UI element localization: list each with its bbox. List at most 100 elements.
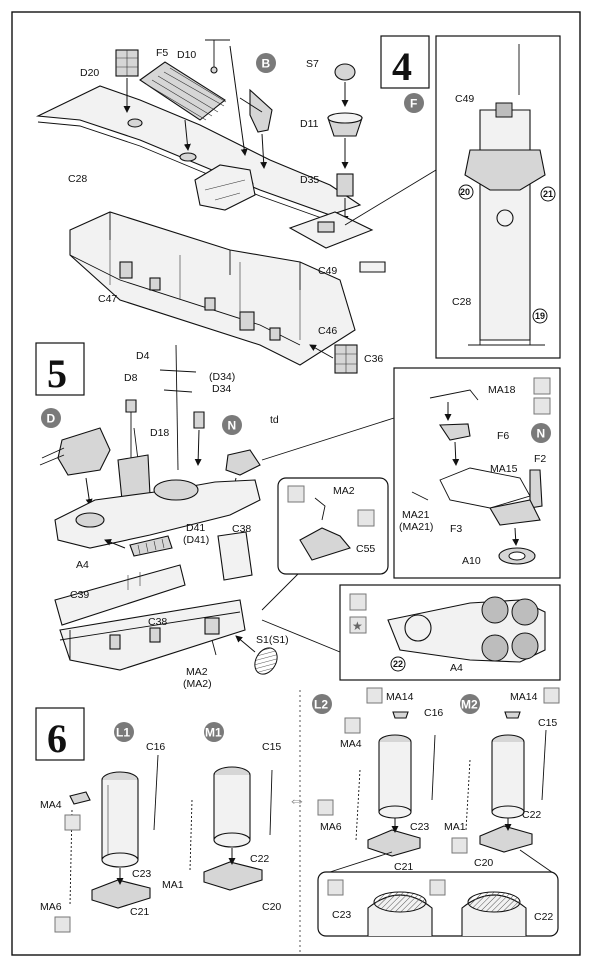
l1-glue-icon-1 (64, 814, 81, 831)
part-c49-block (317, 221, 335, 233)
step-5-box (35, 342, 85, 396)
c55-decal-icon (357, 509, 375, 527)
part-d11-top (327, 112, 363, 124)
label-f6: F6 (497, 430, 509, 442)
label-c38-bottom: C38 (148, 616, 167, 628)
label-f2: F2 (534, 453, 546, 465)
label-detail-c22: C22 (534, 911, 553, 923)
badge-n-detail-label: N (537, 427, 546, 441)
arrow-f5 (183, 119, 191, 151)
label-c38-top: C38 (232, 523, 251, 535)
label-d34: D34 (212, 383, 231, 395)
label-d10: D10 (177, 49, 196, 61)
a4-detail-num-22: 22 (393, 659, 403, 669)
label-stray-td: td (270, 414, 279, 426)
label-l2-c21: C21 (394, 861, 413, 873)
part-ma2 (211, 639, 217, 656)
label-l1-c23: C23 (132, 868, 151, 880)
detail-f2 (529, 469, 543, 509)
label-detail-c49: C49 (455, 93, 474, 105)
label-ma15: MA15 (490, 463, 518, 475)
badge-l2-label: L2 (314, 698, 328, 712)
mast-d4-yard-2 (163, 389, 193, 393)
mast-d4 (175, 344, 179, 471)
arrow-d41 (104, 538, 126, 549)
a4-paint-icon (349, 593, 367, 611)
label-l2-ma4: MA4 (340, 738, 362, 750)
label-m1-ma1: MA1 (162, 879, 184, 891)
part-d34 (193, 411, 205, 429)
label-d4: D4 (136, 350, 150, 362)
hull-port-1 (119, 261, 133, 279)
arrow-d34 (194, 429, 202, 466)
hull-c39-part (54, 564, 186, 626)
label-ma2: MA2 (186, 666, 208, 678)
deck-a4-ring (153, 479, 199, 501)
label-m2-ma14: MA14 (510, 691, 538, 703)
hull-port-b (149, 627, 161, 643)
badge-b (256, 53, 276, 73)
detail-f6 (438, 423, 471, 441)
a4-detail-callout-22 (390, 656, 406, 672)
step-4-number: 4 (392, 44, 412, 89)
label-l1-ma4: MA4 (40, 799, 62, 811)
label-m2-c22: C22 (522, 809, 541, 821)
label-c55: C55 (356, 543, 375, 555)
label-s7: S7 (306, 58, 319, 70)
label-l1-c16: C16 (146, 741, 165, 753)
part-d41 (129, 535, 173, 557)
leader-c22-detail (519, 849, 557, 876)
m2-glue-icon-1 (543, 687, 560, 704)
part-d20-grid (116, 50, 138, 76)
detail-num-20: 20 (460, 187, 470, 197)
hull-main-rail (59, 611, 241, 660)
arrow-c36 (309, 344, 334, 359)
l2-glue-icon-1 (366, 687, 383, 704)
badge-n-main (222, 415, 242, 435)
deck-c28-part (35, 85, 362, 216)
detail-arrow-a10 (512, 527, 520, 546)
step-4-section: 4 ★ B F (35, 35, 561, 374)
label-c28: C28 (68, 173, 87, 185)
arrow-s1 (235, 635, 256, 653)
step-5-number: 5 (47, 351, 67, 396)
detail-num-19: 19 (535, 311, 545, 321)
detail-base (468, 330, 545, 346)
a4-detail-disc-2 (511, 598, 539, 626)
part-d41-ribs (137, 538, 165, 555)
deck-c28-rail (37, 121, 331, 222)
deck-a4-part (54, 479, 261, 549)
arrow-turret-d (85, 477, 93, 506)
m2-glue-icon-2 (451, 837, 468, 854)
part-d10 (205, 39, 230, 70)
part-d10-knob (210, 66, 218, 74)
funnel-detail-cap-2-top (467, 891, 521, 913)
label-d41: D41 (186, 522, 205, 534)
label-f5: F5 (156, 47, 168, 59)
badge-l1 (114, 722, 134, 742)
label-l1-ma6: MA6 (40, 901, 62, 913)
label-m2-ma1: MA1 (444, 821, 466, 833)
label-popup-ma2: MA2 (333, 485, 355, 497)
l1-funnel-assembly (69, 754, 159, 909)
detail-c28-platform (464, 149, 546, 191)
label-d11: D11 (300, 118, 319, 130)
part-d35 (336, 173, 354, 197)
label-d35: D35 (300, 174, 319, 186)
badge-f (404, 93, 424, 113)
l2-funnel-assembly (355, 711, 436, 857)
step-6-box (35, 707, 85, 761)
hull-port-5 (269, 327, 281, 341)
m2-funnel-assembly (465, 711, 547, 853)
hull-c46-rail (109, 212, 301, 290)
detail-ma18 (429, 389, 479, 401)
badge-m2-label: M2 (461, 698, 478, 712)
funnel-detail-hatch-icon (429, 879, 446, 896)
label-m2-c15: C15 (538, 717, 557, 729)
c55-part (299, 527, 351, 561)
l2-glue-icon-3 (317, 799, 334, 816)
detail-c28-hole (496, 209, 514, 227)
label-l2-c16: C16 (424, 707, 443, 719)
detail-num-21: 21 (543, 189, 553, 199)
